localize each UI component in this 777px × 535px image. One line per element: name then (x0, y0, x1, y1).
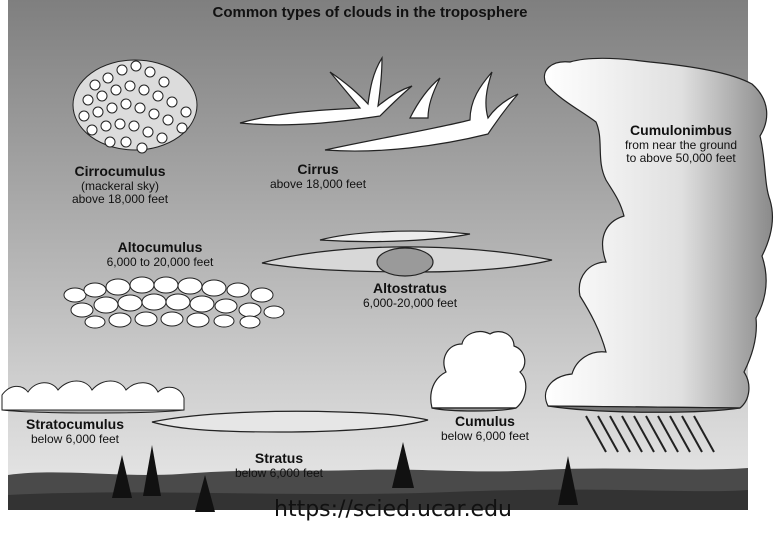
cloud-altitude: 6,000-20,000 feet (362, 295, 458, 310)
label-cumulus: Cumulus below 6,000 feet (420, 413, 550, 443)
label-cumulonimbus: Cumulonimbus from near the ground to abo… (606, 122, 756, 166)
rain-streaks (585, 415, 715, 453)
cloud-name: Cirrus (297, 161, 339, 177)
stratus-cloud (151, 410, 429, 433)
label-cirrocumulus: Cirrocumulus (mackeral sky) above 18,000… (50, 163, 190, 207)
cloud-name: Cumulonimbus (630, 122, 732, 138)
cloud-name: Stratocumulus (25, 416, 124, 432)
stratocumulus-cloud (1, 380, 185, 414)
cloud-altitude: below 6,000 feet (234, 465, 324, 480)
diagram-title: Common types of clouds in the tropospher… (212, 4, 528, 21)
cloud-altitude: above 18,000 feet (269, 176, 367, 191)
label-cirrus: Cirrus above 18,000 feet (248, 161, 388, 191)
cloud-altitude: below 6,000 feet (30, 431, 120, 446)
cloud-altitude-low: from near the ground (624, 137, 738, 152)
cirrus-cloud (239, 55, 519, 152)
label-stratocumulus: Stratocumulus below 6,000 feet (10, 416, 140, 446)
cloud-name: Stratus (254, 450, 304, 466)
cirrocumulus-cloud (72, 59, 198, 154)
label-stratus: Stratus below 6,000 feet (214, 450, 344, 480)
cloud-altitude: below 6,000 feet (440, 428, 530, 443)
trees (112, 442, 578, 512)
cloud-name: Cirrocumulus (74, 163, 166, 179)
source-link[interactable]: https://scied.ucar.edu (274, 497, 513, 522)
cloud-altitude-high: to above 50,000 feet (626, 151, 736, 166)
cumulus-cloud (430, 331, 527, 412)
cloud-name: Altocumulus (117, 239, 203, 255)
cloud-altitude: above 18,000 feet (71, 192, 169, 207)
cloud-name: Cumulus (455, 413, 515, 429)
cloud-altitude: 6,000 to 20,000 feet (106, 254, 214, 269)
label-altocumulus: Altocumulus 6,000 to 20,000 feet (90, 239, 230, 269)
cumulonimbus-cloud (543, 57, 774, 413)
cloud-name: Altostratus (373, 280, 447, 296)
label-altostratus: Altostratus 6,000-20,000 feet (340, 280, 480, 310)
altocumulus-cloud (63, 276, 285, 329)
altostratus-cloud (261, 230, 553, 277)
cloud-note: (mackeral sky) (80, 178, 159, 193)
